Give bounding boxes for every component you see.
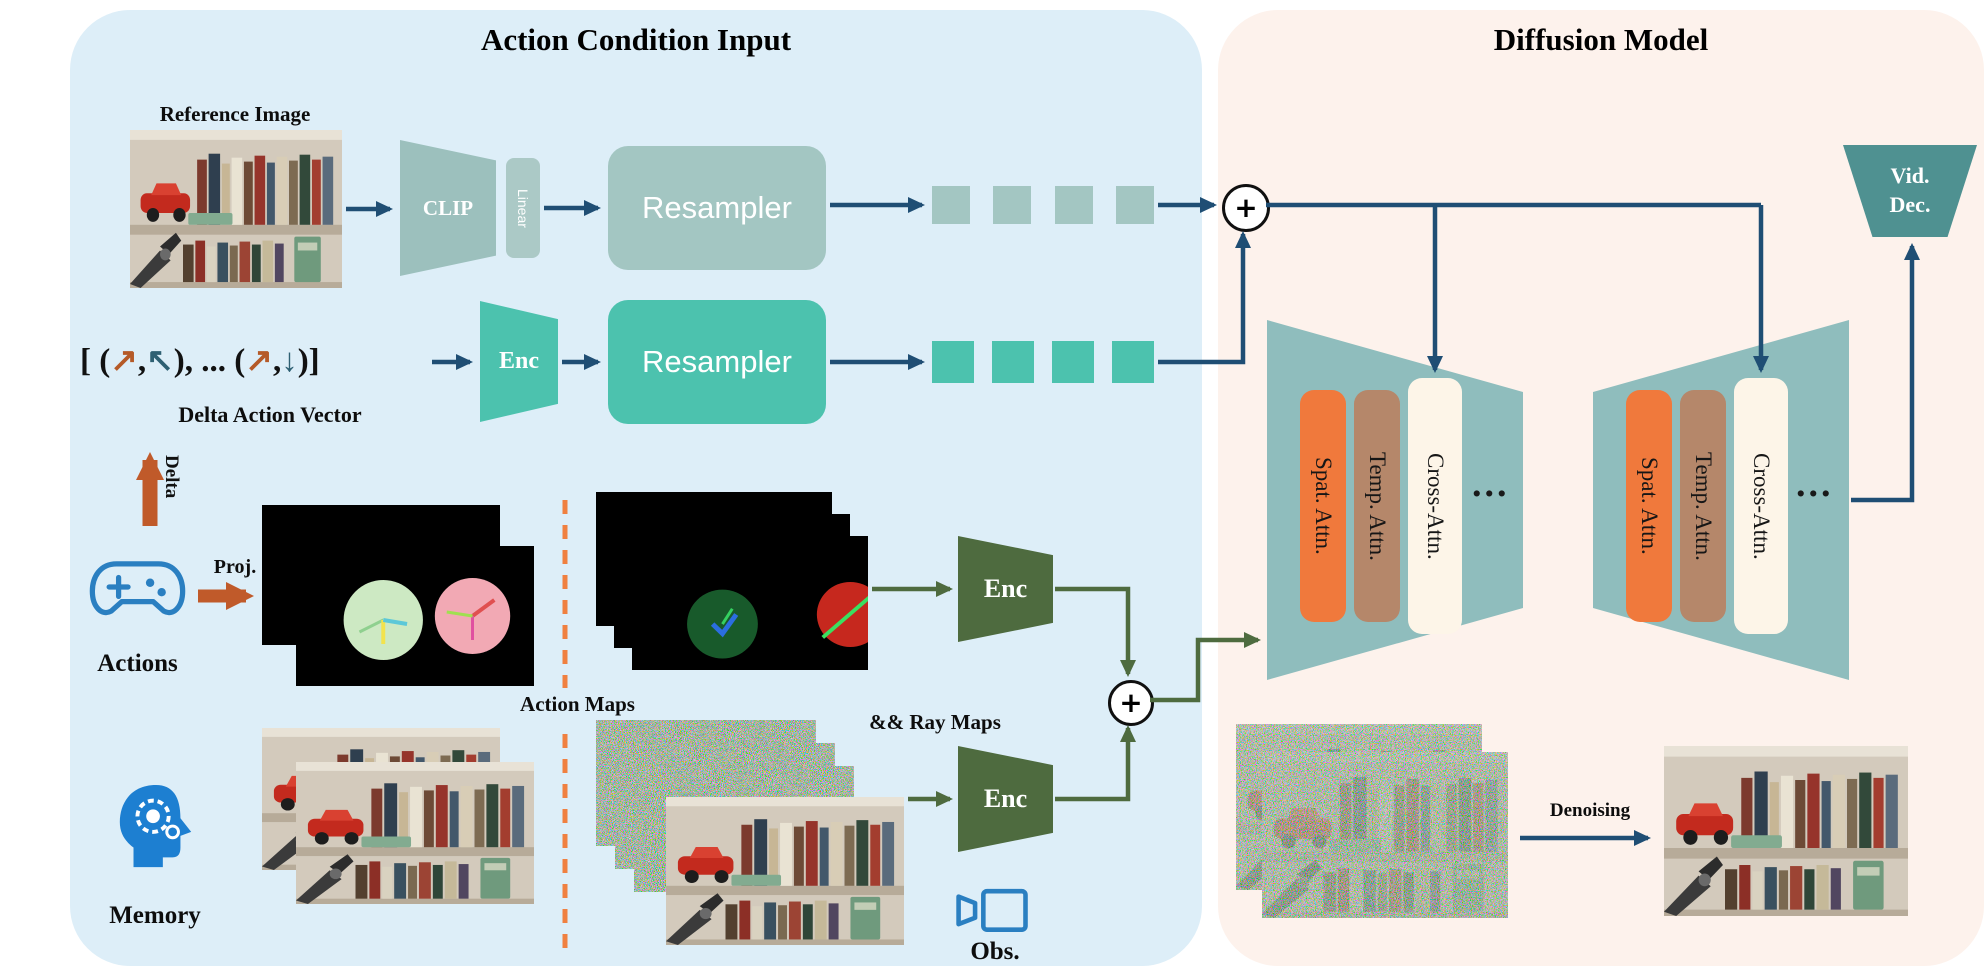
cross-attention-label: Cross-Attn. xyxy=(1423,452,1448,560)
memory-icon xyxy=(119,784,192,868)
spatial-attention-label: Spat. Attn. xyxy=(1637,457,1662,555)
image-token-squares xyxy=(932,186,1154,224)
vector-arrow-2: ↖ xyxy=(146,343,174,379)
token-square xyxy=(1054,186,1093,224)
denoising-label: Denoising xyxy=(1549,800,1631,821)
vector-open: [ ( xyxy=(80,343,111,379)
token-square xyxy=(1112,341,1154,383)
action-maps-label: Action Maps xyxy=(520,692,635,716)
ray-maps-label: && Ray Maps xyxy=(869,710,1001,734)
vector-arrow-1: ↗ xyxy=(110,343,138,379)
linear-label: Linear xyxy=(515,188,531,228)
vector-arrow-4: ↓ xyxy=(281,343,298,379)
resampler-action-block: Resampler xyxy=(608,300,826,424)
ellipsis-encoder: ... xyxy=(1472,463,1510,505)
observation-encoder: Enc xyxy=(958,746,1053,852)
clip-encoder: CLIP xyxy=(400,140,496,276)
memory-photo-front xyxy=(296,762,534,904)
resampler-action-label: Resampler xyxy=(642,344,792,379)
left-panel-title: Action Condition Input xyxy=(480,22,792,57)
add-circle-top: + xyxy=(1222,184,1270,232)
vector-mid: ), ... ( xyxy=(173,343,246,379)
temporal-attention-label: Temp. Attn. xyxy=(1365,451,1390,561)
observation-photo xyxy=(666,797,904,945)
reference-image-photo xyxy=(130,130,342,288)
memory-label: Memory xyxy=(109,902,201,929)
temporal-attention-label: Temp. Attn. xyxy=(1691,451,1716,561)
cross-attention-bar: Cross-Attn. xyxy=(1408,378,1462,634)
delta-arrow-label: Delta xyxy=(161,455,182,499)
noisy-latent-front xyxy=(1262,752,1508,918)
action-map-encoder: Enc xyxy=(958,536,1053,642)
enc-action-label: Enc xyxy=(498,348,539,374)
delta-action-vector-text: [ (↗,↖), ... (↗,↓)] xyxy=(80,340,320,380)
vid-dec-line1: Vid. xyxy=(1890,163,1930,189)
obs-label: Obs. xyxy=(970,938,1020,965)
vector-close: )] xyxy=(297,343,320,379)
token-square xyxy=(1115,186,1154,224)
resampler-image-label: Resampler xyxy=(642,190,792,225)
token-square xyxy=(993,186,1032,224)
add-circle-bottom: + xyxy=(1108,680,1154,726)
linear-layer: Linear xyxy=(506,158,540,258)
obs-camera-icon xyxy=(956,888,1028,932)
spatial-attention-bar: Spat. Attn. xyxy=(1626,390,1672,622)
resampler-image-block: Resampler xyxy=(608,146,826,270)
action-encoder: Enc xyxy=(480,301,558,422)
cross-attention-label: Cross-Attn. xyxy=(1749,452,1774,560)
token-square xyxy=(932,186,970,224)
reference-image-label: Reference Image xyxy=(159,102,311,126)
controller-icon xyxy=(89,561,186,616)
spatial-attention-bar: Spat. Attn. xyxy=(1300,390,1346,622)
temporal-attention-bar: Temp. Attn. xyxy=(1680,390,1726,622)
temporal-attention-bar: Temp. Attn. xyxy=(1354,390,1400,622)
actions-label: Actions xyxy=(97,650,178,677)
cross-attention-bar: Cross-Attn. xyxy=(1734,378,1788,634)
vector-arrow-3: ↗ xyxy=(245,343,273,379)
token-square xyxy=(932,341,974,383)
clip-label: CLIP xyxy=(422,195,474,220)
enc-actionmaps-label: Enc xyxy=(983,574,1028,603)
ellipsis-decoder: ... xyxy=(1796,463,1834,505)
right-panel-title: Diffusion Model xyxy=(1493,22,1709,57)
plus-icon: + xyxy=(1119,686,1143,719)
token-square xyxy=(992,341,1034,383)
action-map-frame-front xyxy=(296,546,534,686)
enc-obs-label: Enc xyxy=(983,784,1028,813)
ray-map-frame-front xyxy=(632,536,868,670)
vector-comma-1: , xyxy=(137,343,147,379)
token-square xyxy=(1052,341,1094,383)
action-token-squares xyxy=(932,341,1154,383)
vector-comma-2: , xyxy=(272,343,282,379)
vid-dec-line2: Dec. xyxy=(1889,192,1931,217)
denoised-image xyxy=(1664,746,1908,916)
proj-label: Proj. xyxy=(213,556,257,578)
plus-icon: + xyxy=(1234,191,1258,224)
delta-action-vector-label: Delta Action Vector xyxy=(178,402,362,427)
spatial-attention-label: Spat. Attn. xyxy=(1311,457,1336,555)
